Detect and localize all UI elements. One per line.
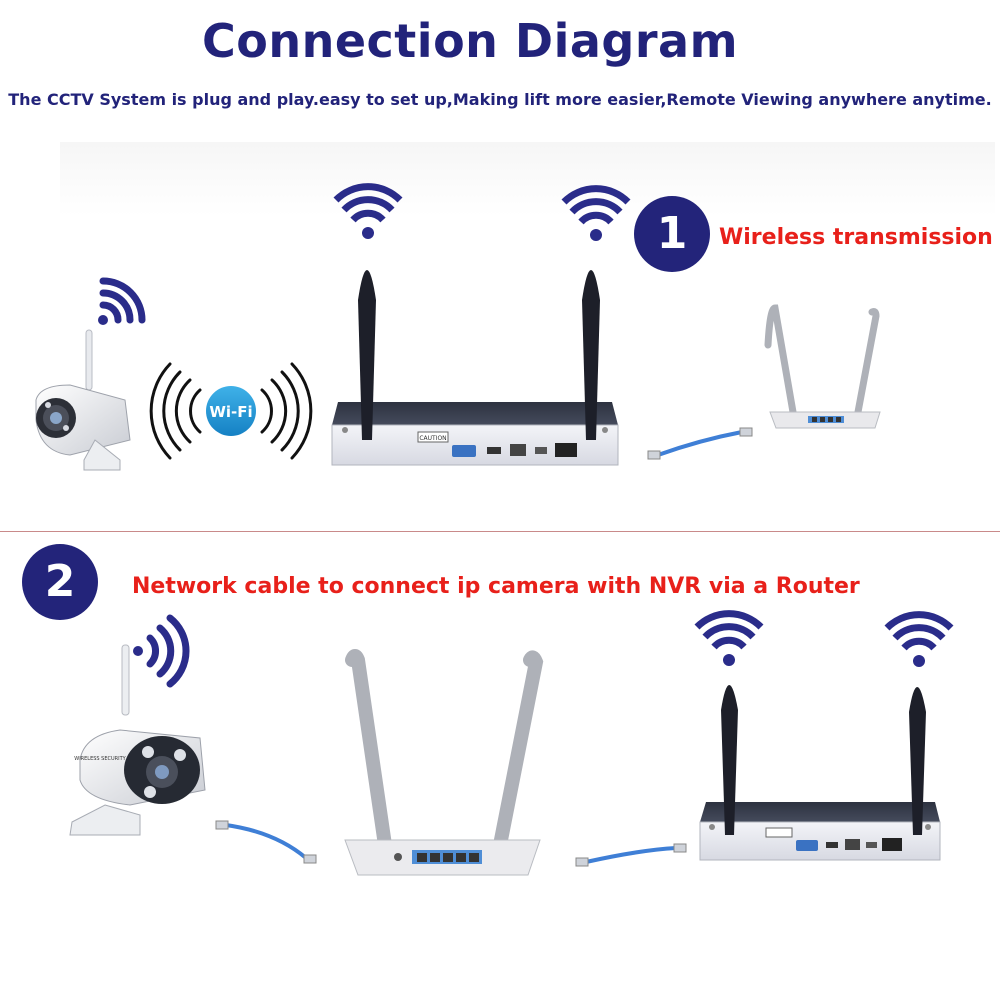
network-cable-2 xyxy=(215,820,317,864)
diagram-subtitle: The CCTV System is plug and play.easy to… xyxy=(8,90,992,109)
nvr-1-caution-label: CAUTION xyxy=(419,435,446,442)
section-divider xyxy=(0,531,1000,532)
wifi-emblem xyxy=(149,362,313,460)
network-cable-1 xyxy=(647,427,753,460)
ip-camera-2 xyxy=(69,644,206,836)
nvr-recorder-2 xyxy=(699,685,941,861)
nvr-2-left-antenna-wifi-icon xyxy=(694,610,764,666)
nvr-recorder-1 xyxy=(331,270,619,466)
nvr-1-left-antenna-wifi-icon xyxy=(333,183,403,239)
camera-2-brand-text: WIRELESS SECURITY xyxy=(74,756,126,762)
wifi-emblem-text: Wi-Fi xyxy=(209,403,252,421)
step-2-label: Network cable to connect ip camera with … xyxy=(132,574,860,599)
network-cable-3 xyxy=(575,843,687,867)
router-2 xyxy=(344,649,544,876)
camera-2-wifi-signal-icon xyxy=(133,614,190,688)
step-2-badge: 2 xyxy=(22,544,98,620)
camera-1-wifi-signal-icon xyxy=(98,277,146,325)
step-1-badge: 1 xyxy=(634,196,710,272)
diagram-title: Connection Diagram xyxy=(201,14,739,68)
router-1 xyxy=(764,304,881,429)
step-1-label: Wireless transmission xyxy=(719,225,993,250)
ip-camera-1 xyxy=(35,329,131,471)
nvr-1-right-antenna-wifi-icon xyxy=(561,185,631,241)
nvr-2-right-antenna-wifi-icon xyxy=(884,611,954,667)
